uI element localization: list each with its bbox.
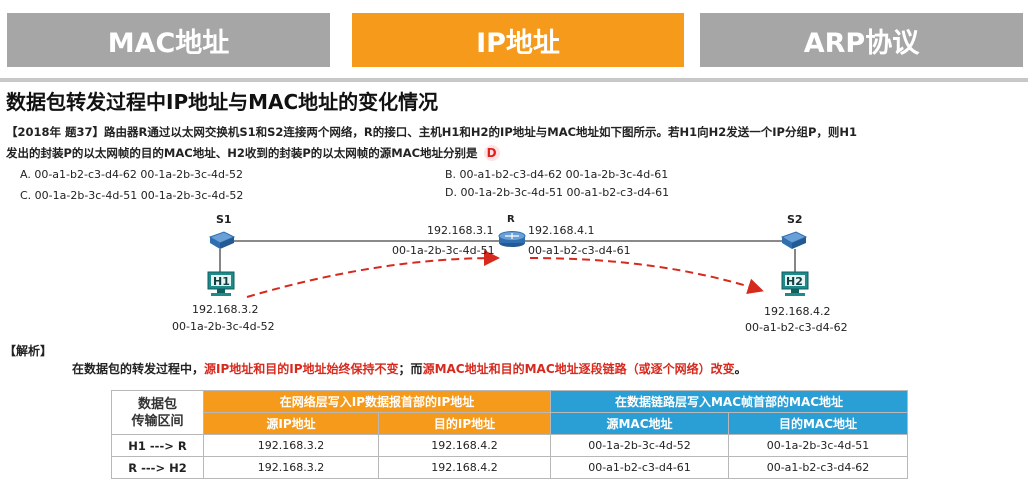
table-header-src-ip: 源IP地址 [203, 412, 379, 435]
table-row: R ---> H2 192.168.3.2 192.168.4.2 00-a1-… [111, 456, 909, 479]
question-text: 发出的封装P的以太网帧的目的MAC地址、H2收到的封装P的以太网帧的源MAC地址… [6, 146, 478, 160]
r-right-mac: 00-a1-b2-c3-d4-61 [528, 244, 631, 257]
option-d: D. 00-1a-2b-3c-4d-51 00-a1-b2-c3-d4-61 [445, 186, 670, 199]
analysis-part-1: 在数据包的转发过程中， [72, 362, 205, 376]
s1-label: S1 [216, 213, 232, 226]
address-table: 数据包 传输区间 在网络层写入IP数据报首部的IP地址 在数据链路层写入MAC帧… [111, 390, 909, 479]
question-line-1: 【2018年 题37】路由器R通过以太网交换机S1和S2连接两个网络，R的接口、… [6, 125, 858, 139]
analysis-ip-rule: 源IP地址和目的IP地址始终保持不变 [204, 362, 399, 376]
table-row: H1 ---> R 192.168.3.2 192.168.4.2 00-1a-… [111, 434, 909, 457]
h2-label: H2 [786, 275, 803, 288]
option-c: C. 00-1a-2b-3c-4d-51 00-1a-2b-3c-4d-52 [20, 189, 244, 202]
table-header-dst-mac: 目的MAC地址 [727, 412, 909, 435]
row-label: H1 ---> R [111, 434, 204, 457]
switch-s1-icon [208, 231, 236, 249]
h2-ip: 192.168.4.2 [764, 305, 831, 318]
table-header-interval: 数据包 传输区间 [111, 390, 204, 435]
r-left-mac: 00-1a-2b-3c-4d-51 [392, 244, 495, 257]
r-left-ip: 192.168.3.1 [427, 224, 494, 237]
h1-mac: 00-1a-2b-3c-4d-52 [172, 320, 275, 333]
table-header-dst-ip: 目的IP地址 [378, 412, 551, 435]
cell-src-ip: 192.168.3.2 [203, 456, 379, 479]
arrow-r-to-h2 [529, 257, 764, 294]
cell-dst-mac: 00-1a-2b-3c-4d-51 [727, 434, 909, 457]
tab-mac-address[interactable]: MAC地址 [7, 13, 330, 67]
analysis-part-3: ；而 [398, 362, 423, 376]
analysis-part-5: 。 [734, 362, 747, 376]
s2-label: S2 [787, 213, 803, 226]
tab-arp-protocol[interactable]: ARP协议 [700, 13, 1023, 67]
tab-ip-address[interactable]: IP地址 [352, 13, 684, 67]
cell-src-ip: 192.168.3.2 [203, 434, 379, 457]
h2-mac: 00-a1-b2-c3-d4-62 [745, 321, 848, 334]
table-header-mac-group: 在数据链路层写入MAC帧首部的MAC地址 [549, 390, 909, 413]
table-header-ip-group: 在网络层写入IP数据报首部的IP地址 [203, 390, 551, 413]
cell-dst-mac: 00-a1-b2-c3-d4-62 [727, 456, 909, 479]
cell-dst-ip: 192.168.4.2 [378, 434, 551, 457]
table-header-src-mac: 源MAC地址 [550, 412, 729, 435]
analysis-text: 在数据包的转发过程中，源IP地址和目的IP地址始终保持不变；而源MAC地址和目的… [72, 360, 747, 377]
r-right-ip: 192.168.4.1 [528, 224, 595, 237]
title-divider [0, 78, 1028, 82]
question-line-2: 发出的封装P的以太网帧的目的MAC地址、H2收到的封装P的以太网帧的源MAC地址… [6, 145, 500, 161]
option-b: B. 00-a1-b2-c3-d4-62 00-1a-2b-3c-4d-61 [445, 168, 669, 181]
row-label: R ---> H2 [111, 456, 204, 479]
router-label: R [507, 214, 515, 225]
analysis-label: 【解析】 [4, 344, 53, 358]
arrow-h1-to-r [246, 250, 500, 298]
cell-src-mac: 00-1a-2b-3c-4d-52 [550, 434, 729, 457]
switch-s2-icon [780, 231, 808, 249]
h1-ip: 192.168.3.2 [192, 303, 259, 316]
h1-label: H1 [213, 275, 230, 288]
option-a: A. 00-a1-b2-c3-d4-62 00-1a-2b-3c-4d-52 [20, 168, 243, 181]
cell-dst-ip: 192.168.4.2 [378, 456, 551, 479]
page-title: 数据包转发过程中IP地址与MAC地址的变化情况 [6, 90, 439, 114]
cell-src-mac: 00-a1-b2-c3-d4-61 [550, 456, 729, 479]
analysis-mac-rule: 源MAC地址和目的MAC地址逐段链路（或逐个网络）改变 [422, 362, 735, 376]
router-r-icon [498, 231, 526, 247]
answer-badge: D [483, 145, 500, 161]
